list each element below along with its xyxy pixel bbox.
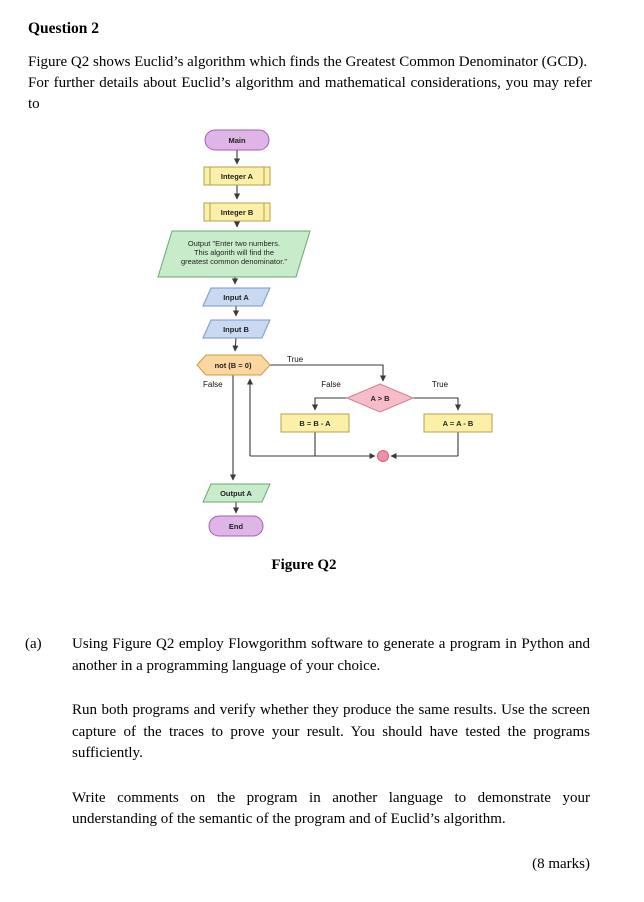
- node-merge-connector: [377, 450, 389, 462]
- input-b-shape: [202, 319, 271, 339]
- output-a-shape: [202, 483, 271, 503]
- main-label: Main: [228, 136, 246, 145]
- node-assign-a: A = A - B: [423, 413, 493, 433]
- assign-b-label: B = B - A: [299, 419, 331, 428]
- while-false-label: False: [203, 380, 223, 389]
- assign-a-label: A = A - B: [443, 419, 474, 428]
- node-main: Main: [204, 129, 270, 151]
- output-message-line-1: Output "Enter two numbers.: [188, 239, 280, 248]
- flowchart-svg: Main Integer A Integer B Output "Enter t…: [157, 129, 493, 537]
- node-if-decision: A > B False True: [321, 380, 449, 413]
- intro-paragraph-2: For further details about Euclid’s algor…: [28, 75, 592, 112]
- output-message-line-3: greatest common denominator.": [181, 257, 287, 266]
- node-end: End: [208, 515, 264, 537]
- node-while-loop: not (B = 0) True False: [196, 354, 304, 389]
- conn-inputB-while: [232, 337, 239, 352]
- conn-while-true-to-if: [270, 364, 387, 382]
- while-true-label: True: [287, 355, 304, 364]
- conn-if-false-to-assignB: [311, 397, 347, 411]
- assign-b-shape: [280, 413, 350, 433]
- output-message-line-2: This algorith will find the: [194, 248, 274, 257]
- node-declare-a: Integer A: [203, 166, 271, 186]
- marks-label: (8 marks): [532, 855, 590, 872]
- intro-paragraph-1: Figure Q2 shows Euclid’s algorithm which…: [28, 54, 588, 70]
- part-a-paragraph-2: Run both programs and verify whether the…: [72, 702, 590, 761]
- declare-b-label: Integer B: [221, 208, 254, 217]
- declare-a-shape: [203, 166, 271, 186]
- node-output-a: Output A: [202, 483, 271, 503]
- flowchart-figure: Main Integer A Integer B Output "Enter t…: [0, 123, 644, 555]
- conn-if-true-to-assignA: [413, 397, 462, 411]
- output-a-label: Output A: [220, 489, 252, 498]
- merge-dot-shape: [377, 450, 389, 462]
- declare-b-shape: [203, 202, 271, 222]
- end-terminator-shape: [208, 515, 264, 537]
- end-label: End: [229, 522, 244, 531]
- node-input-a: Input A: [202, 287, 271, 307]
- main-terminator-shape: [204, 129, 270, 151]
- question-title: Question 2: [28, 20, 100, 37]
- flow-connectors: [229, 150, 462, 514]
- part-a-paragraph-1: Using Figure Q2 employ Flowgorithm softw…: [72, 636, 590, 674]
- node-output-message: Output "Enter two numbers. This algorith…: [157, 230, 311, 278]
- input-b-label: Input B: [223, 325, 249, 334]
- if-condition-label: A > B: [370, 394, 390, 403]
- output-message-shape: [157, 230, 311, 278]
- declare-a-label: Integer A: [221, 172, 254, 181]
- part-a-label: (a): [25, 636, 42, 652]
- node-assign-b: B = B - A: [280, 413, 350, 433]
- question-part-a: (a) Using Figure Q2 employ Flowgorithm s…: [25, 634, 590, 875]
- input-a-label: Input A: [223, 293, 249, 302]
- node-input-b: Input B: [202, 319, 271, 339]
- assign-a-shape: [423, 413, 493, 433]
- while-hexagon-shape: [196, 354, 271, 376]
- if-true-label: True: [432, 380, 449, 389]
- part-a-body: Using Figure Q2 employ Flowgorithm softw…: [72, 634, 590, 875]
- if-diamond-shape: [345, 383, 415, 413]
- if-false-label: False: [321, 380, 341, 389]
- input-a-shape: [202, 287, 271, 307]
- figure-caption: Figure Q2: [271, 557, 337, 573]
- part-a-paragraph-3: Write comments on the program in another…: [72, 789, 590, 828]
- node-declare-b: Integer B: [203, 202, 271, 222]
- while-condition-label: not (B = 0): [215, 361, 252, 370]
